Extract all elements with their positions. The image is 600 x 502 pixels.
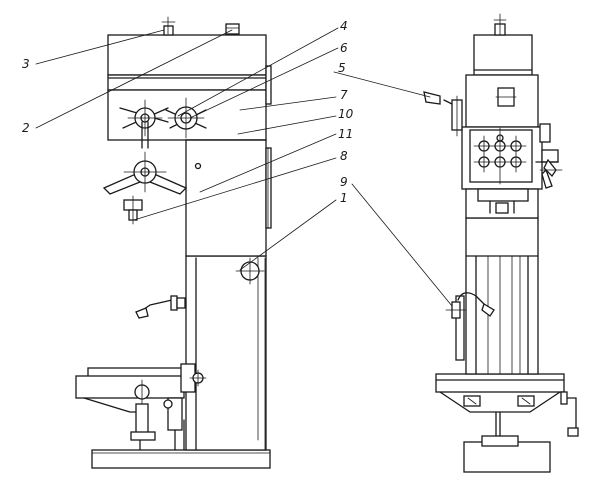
side-top-bolt bbox=[493, 13, 507, 36]
leader-10 bbox=[237, 115, 337, 135]
top-bolt-left bbox=[161, 16, 176, 36]
leader-7 bbox=[239, 96, 337, 111]
callout-10: 10 bbox=[338, 107, 354, 121]
front-base-plate bbox=[91, 449, 271, 469]
leader-lines bbox=[35, 27, 453, 307]
leader-1 bbox=[239, 199, 337, 271]
leader-5 bbox=[333, 71, 431, 98]
callout-6: 6 bbox=[340, 41, 348, 55]
leader-9 bbox=[351, 183, 453, 307]
spindle-feed-lever bbox=[102, 121, 188, 195]
upper-handwheel-left bbox=[119, 99, 169, 137]
top-bolt-right bbox=[225, 23, 240, 35]
side-head bbox=[461, 34, 543, 219]
callout-labels: 3 2 4 6 5 7 10 11 8 9 1 bbox=[22, 19, 354, 205]
side-left-handwheel bbox=[423, 91, 463, 137]
side-table-crank bbox=[560, 391, 579, 437]
side-base bbox=[463, 411, 551, 473]
control-panel bbox=[469, 127, 533, 185]
table-support bbox=[130, 397, 185, 451]
callout-2: 2 bbox=[22, 121, 30, 135]
leader-4 bbox=[177, 27, 339, 117]
callout-7: 7 bbox=[340, 88, 348, 102]
callout-8: 8 bbox=[340, 149, 348, 163]
spindle bbox=[123, 195, 143, 225]
front-view bbox=[75, 16, 272, 469]
side-quill-lever bbox=[445, 292, 495, 319]
side-right-lever bbox=[535, 123, 563, 189]
leader-3 bbox=[35, 29, 165, 65]
callout-9: 9 bbox=[340, 175, 348, 189]
leader-6 bbox=[189, 47, 339, 119]
callout-3: 3 bbox=[22, 57, 30, 71]
callout-5: 5 bbox=[338, 61, 346, 75]
side-table bbox=[435, 373, 565, 413]
callout-4: 4 bbox=[340, 19, 348, 33]
column-lever bbox=[135, 295, 186, 319]
callout-1: 1 bbox=[340, 191, 348, 205]
callout-11: 11 bbox=[338, 127, 353, 141]
front-worktable bbox=[75, 363, 207, 413]
front-column bbox=[185, 255, 267, 451]
side-view bbox=[423, 13, 579, 473]
leader-2 bbox=[35, 29, 233, 129]
leader-8 bbox=[133, 157, 337, 221]
front-gear-head bbox=[107, 34, 272, 257]
leader-11 bbox=[199, 133, 337, 193]
side-column bbox=[455, 217, 539, 375]
upper-handwheel-right bbox=[165, 97, 207, 139]
